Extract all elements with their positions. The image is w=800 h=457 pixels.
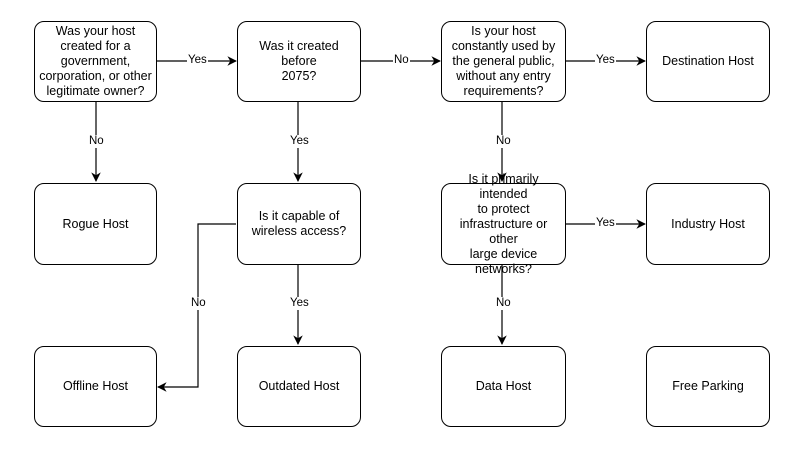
node-data-host: Data Host (441, 346, 566, 427)
edge-label-public-no: No (495, 135, 512, 148)
node-data-host-text: Data Host (475, 379, 532, 393)
node-owner-question: Was your host created for a government, … (34, 21, 157, 102)
node-wireless-question-text: Is it capable of wireless access? (251, 209, 347, 238)
edge-label-owner-yes: Yes (187, 54, 208, 67)
node-rogue-host-text: Rogue Host (62, 216, 129, 231)
node-destination-host: Destination Host (646, 21, 770, 102)
node-before2075-question: Was it created before 2075? (237, 21, 361, 102)
node-before2075-question-text: Was it created before 2075? (259, 39, 339, 83)
edge-label-wireless-no: No (190, 297, 207, 310)
node-public-question-text: Is your host constantly used by the gene… (451, 24, 556, 98)
edge-label-infrastructure-no: No (495, 297, 512, 310)
edge-label-public-yes: Yes (595, 54, 616, 67)
edge-label-wireless-yes: Yes (289, 297, 310, 310)
edge-label-owner-no: No (88, 135, 105, 148)
edge-label-infrastructure-yes: Yes (595, 217, 616, 230)
node-infrastructure-question: Is it primarily intended to protect infr… (441, 172, 566, 276)
node-outdated-host-text: Outdated Host (258, 379, 340, 393)
node-offline-host-text: Offline Host (62, 379, 129, 393)
node-free-parking: Free Parking (646, 346, 770, 427)
node-outdated-host: Outdated Host (237, 346, 361, 427)
node-public-question: Is your host constantly used by the gene… (441, 21, 566, 102)
node-offline-host: Offline Host (34, 346, 157, 427)
edge-label-before2075-no: No (393, 54, 410, 67)
node-rogue-host: Rogue Host (34, 183, 157, 265)
node-infrastructure-question-text: Is it primarily intended to protect infr… (459, 171, 548, 276)
node-industry-host: Industry Host (646, 183, 770, 265)
node-free-parking-text: Free Parking (672, 379, 744, 393)
edge-label-before2075-yes: Yes (289, 135, 310, 148)
node-destination-host-text: Destination Host (662, 54, 754, 68)
node-owner-question-text: Was your host created for a government, … (39, 24, 152, 98)
node-industry-host-text: Industry Host (671, 216, 745, 231)
node-wireless-question: Is it capable of wireless access? (237, 183, 361, 265)
